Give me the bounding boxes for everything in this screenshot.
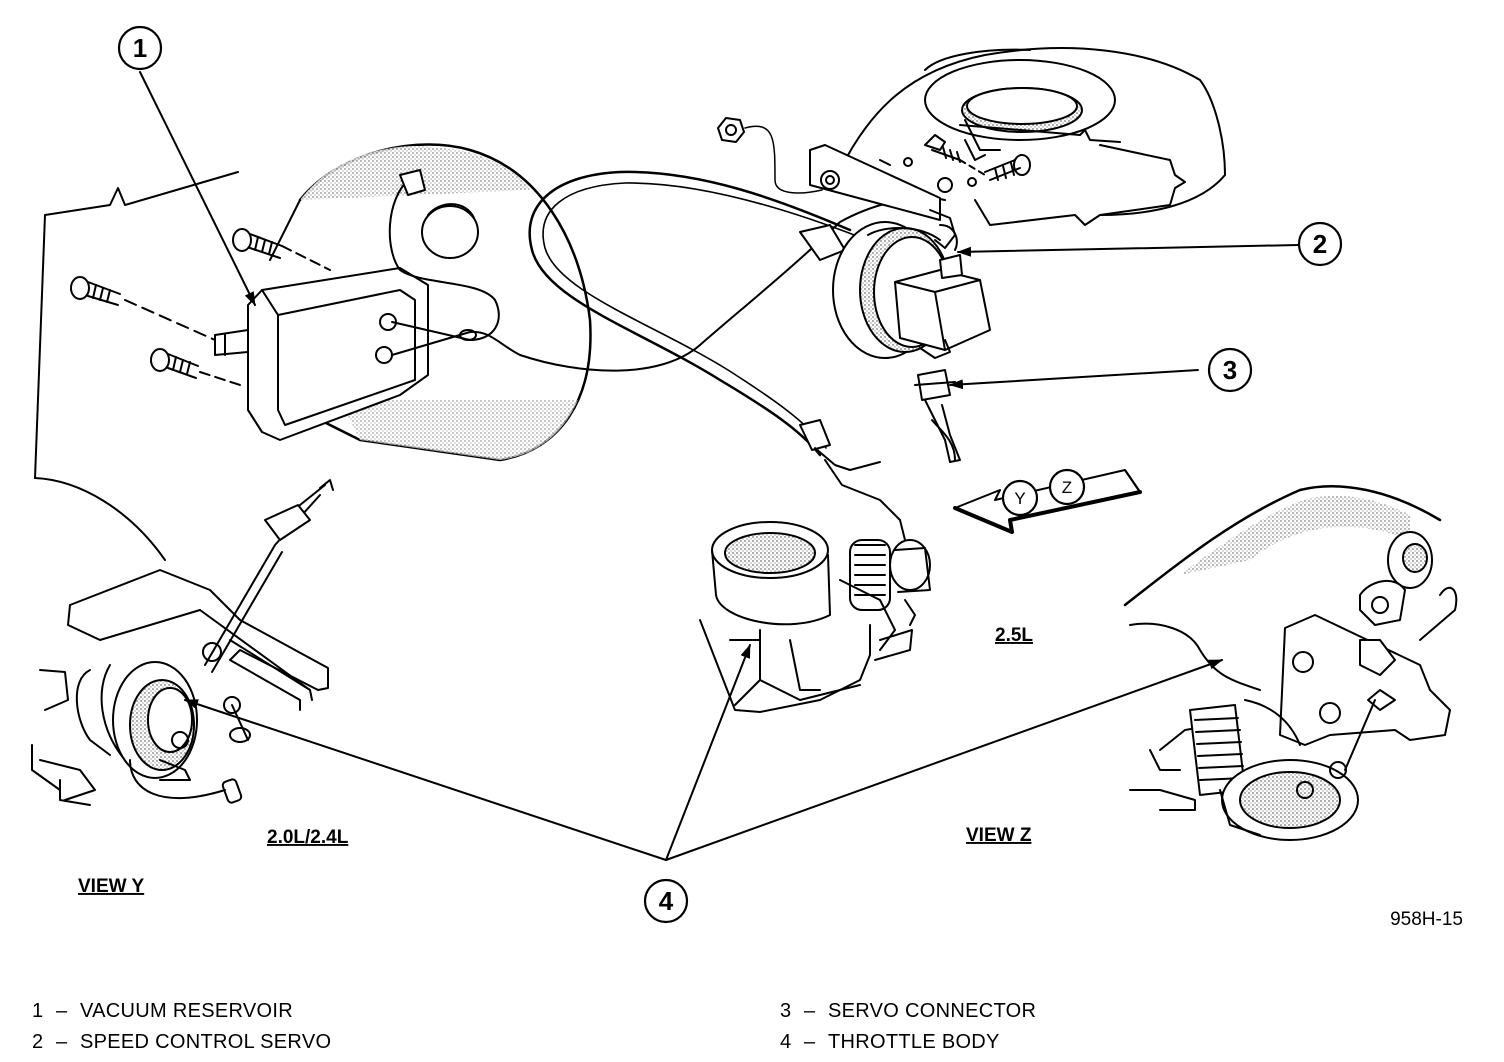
- legend-label-4: THROTTLE BODY: [828, 1031, 1000, 1053]
- throttle-body-25l: [699, 521, 931, 713]
- speed-control-servo: [799, 209, 991, 359]
- callout-circle-4: [643, 878, 689, 924]
- leader-line-4b: [665, 644, 751, 861]
- vacuum-hoses: [388, 169, 946, 372]
- legend-item-2: 2–SPEED CONTROL SERVO: [32, 1031, 331, 1054]
- leader-line-2: [957, 244, 1299, 257]
- legend-dash-1: –: [56, 1000, 68, 1022]
- leader-line-3: [949, 369, 1199, 390]
- leader-line-1: [139, 71, 256, 306]
- legend-item-3: 3–SERVO CONNECTOR: [780, 1000, 1036, 1023]
- legend-num-2: 2: [32, 1031, 44, 1053]
- legend-dash-2: –: [56, 1031, 68, 1053]
- callout-circles: [117, 25, 1343, 924]
- engine-label-25l: 2.5L: [995, 625, 1033, 646]
- callout-circle-3: [1207, 347, 1253, 393]
- legend-label-2: SPEED CONTROL SERVO: [80, 1031, 332, 1053]
- servo-bracket: [809, 144, 953, 221]
- legend-dash-4: –: [804, 1031, 816, 1053]
- callout-1: 1: [133, 33, 147, 63]
- bracket-fasteners: [717, 117, 1031, 194]
- legend-num-1: 1: [32, 1000, 44, 1022]
- callout-circle-1: [117, 25, 163, 71]
- arrow-letter-y: Y: [1014, 489, 1025, 508]
- legend-label-3: SERVO CONNECTOR: [828, 1000, 1037, 1022]
- air-cleaner-housing: [839, 47, 1226, 226]
- body-panel-outline: [31, 171, 239, 791]
- legend-dash-3: –: [804, 1000, 816, 1022]
- view-y-label: VIEW Y: [78, 876, 144, 897]
- arrow-circle-z: [1048, 468, 1086, 506]
- reservoir-bolts: [70, 228, 331, 386]
- legend-item-1: 1–VACUUM RESERVOIR: [32, 1000, 293, 1023]
- arrow-letter-z: Z: [1062, 478, 1072, 497]
- figure-code: 958H-15: [1390, 909, 1463, 930]
- callout-2: 2: [1313, 229, 1327, 259]
- vacuum-reservoir: [214, 267, 429, 441]
- arrow-circle-y: [1001, 479, 1039, 517]
- bolt-middle: [70, 276, 216, 341]
- throttle-body-20l-24l: [39, 479, 334, 806]
- callout-circle-2: [1297, 221, 1343, 267]
- view-direction-arrow: [953, 469, 1142, 534]
- diagram-text: 1 2 3 4 Y Z 2.5L 2.0L/2.4L VIEW Z VIEW Y…: [78, 33, 1463, 930]
- callout-4: 4: [659, 886, 674, 916]
- bolt-upper: [232, 228, 331, 271]
- engine-label-20l-24l: 2.0L/2.4L: [267, 827, 349, 848]
- bolt-lower: [150, 348, 241, 386]
- throttle-linkage-view-z: [1123, 485, 1458, 841]
- servo-connector: [914, 369, 961, 463]
- legend-num-3: 3: [780, 1000, 792, 1022]
- speed-control-cable: [528, 170, 906, 541]
- leader-line-4a: [184, 699, 667, 861]
- callout-3: 3: [1223, 355, 1237, 385]
- view-z-label: VIEW Z: [966, 825, 1032, 846]
- legend-num-4: 4: [780, 1031, 792, 1053]
- legend-item-4: 4–THROTTLE BODY: [780, 1031, 1000, 1054]
- legend-label-1: VACUUM RESERVOIR: [80, 1000, 293, 1022]
- leader-lines: [139, 71, 1299, 861]
- leader-line-4c: [665, 659, 1223, 861]
